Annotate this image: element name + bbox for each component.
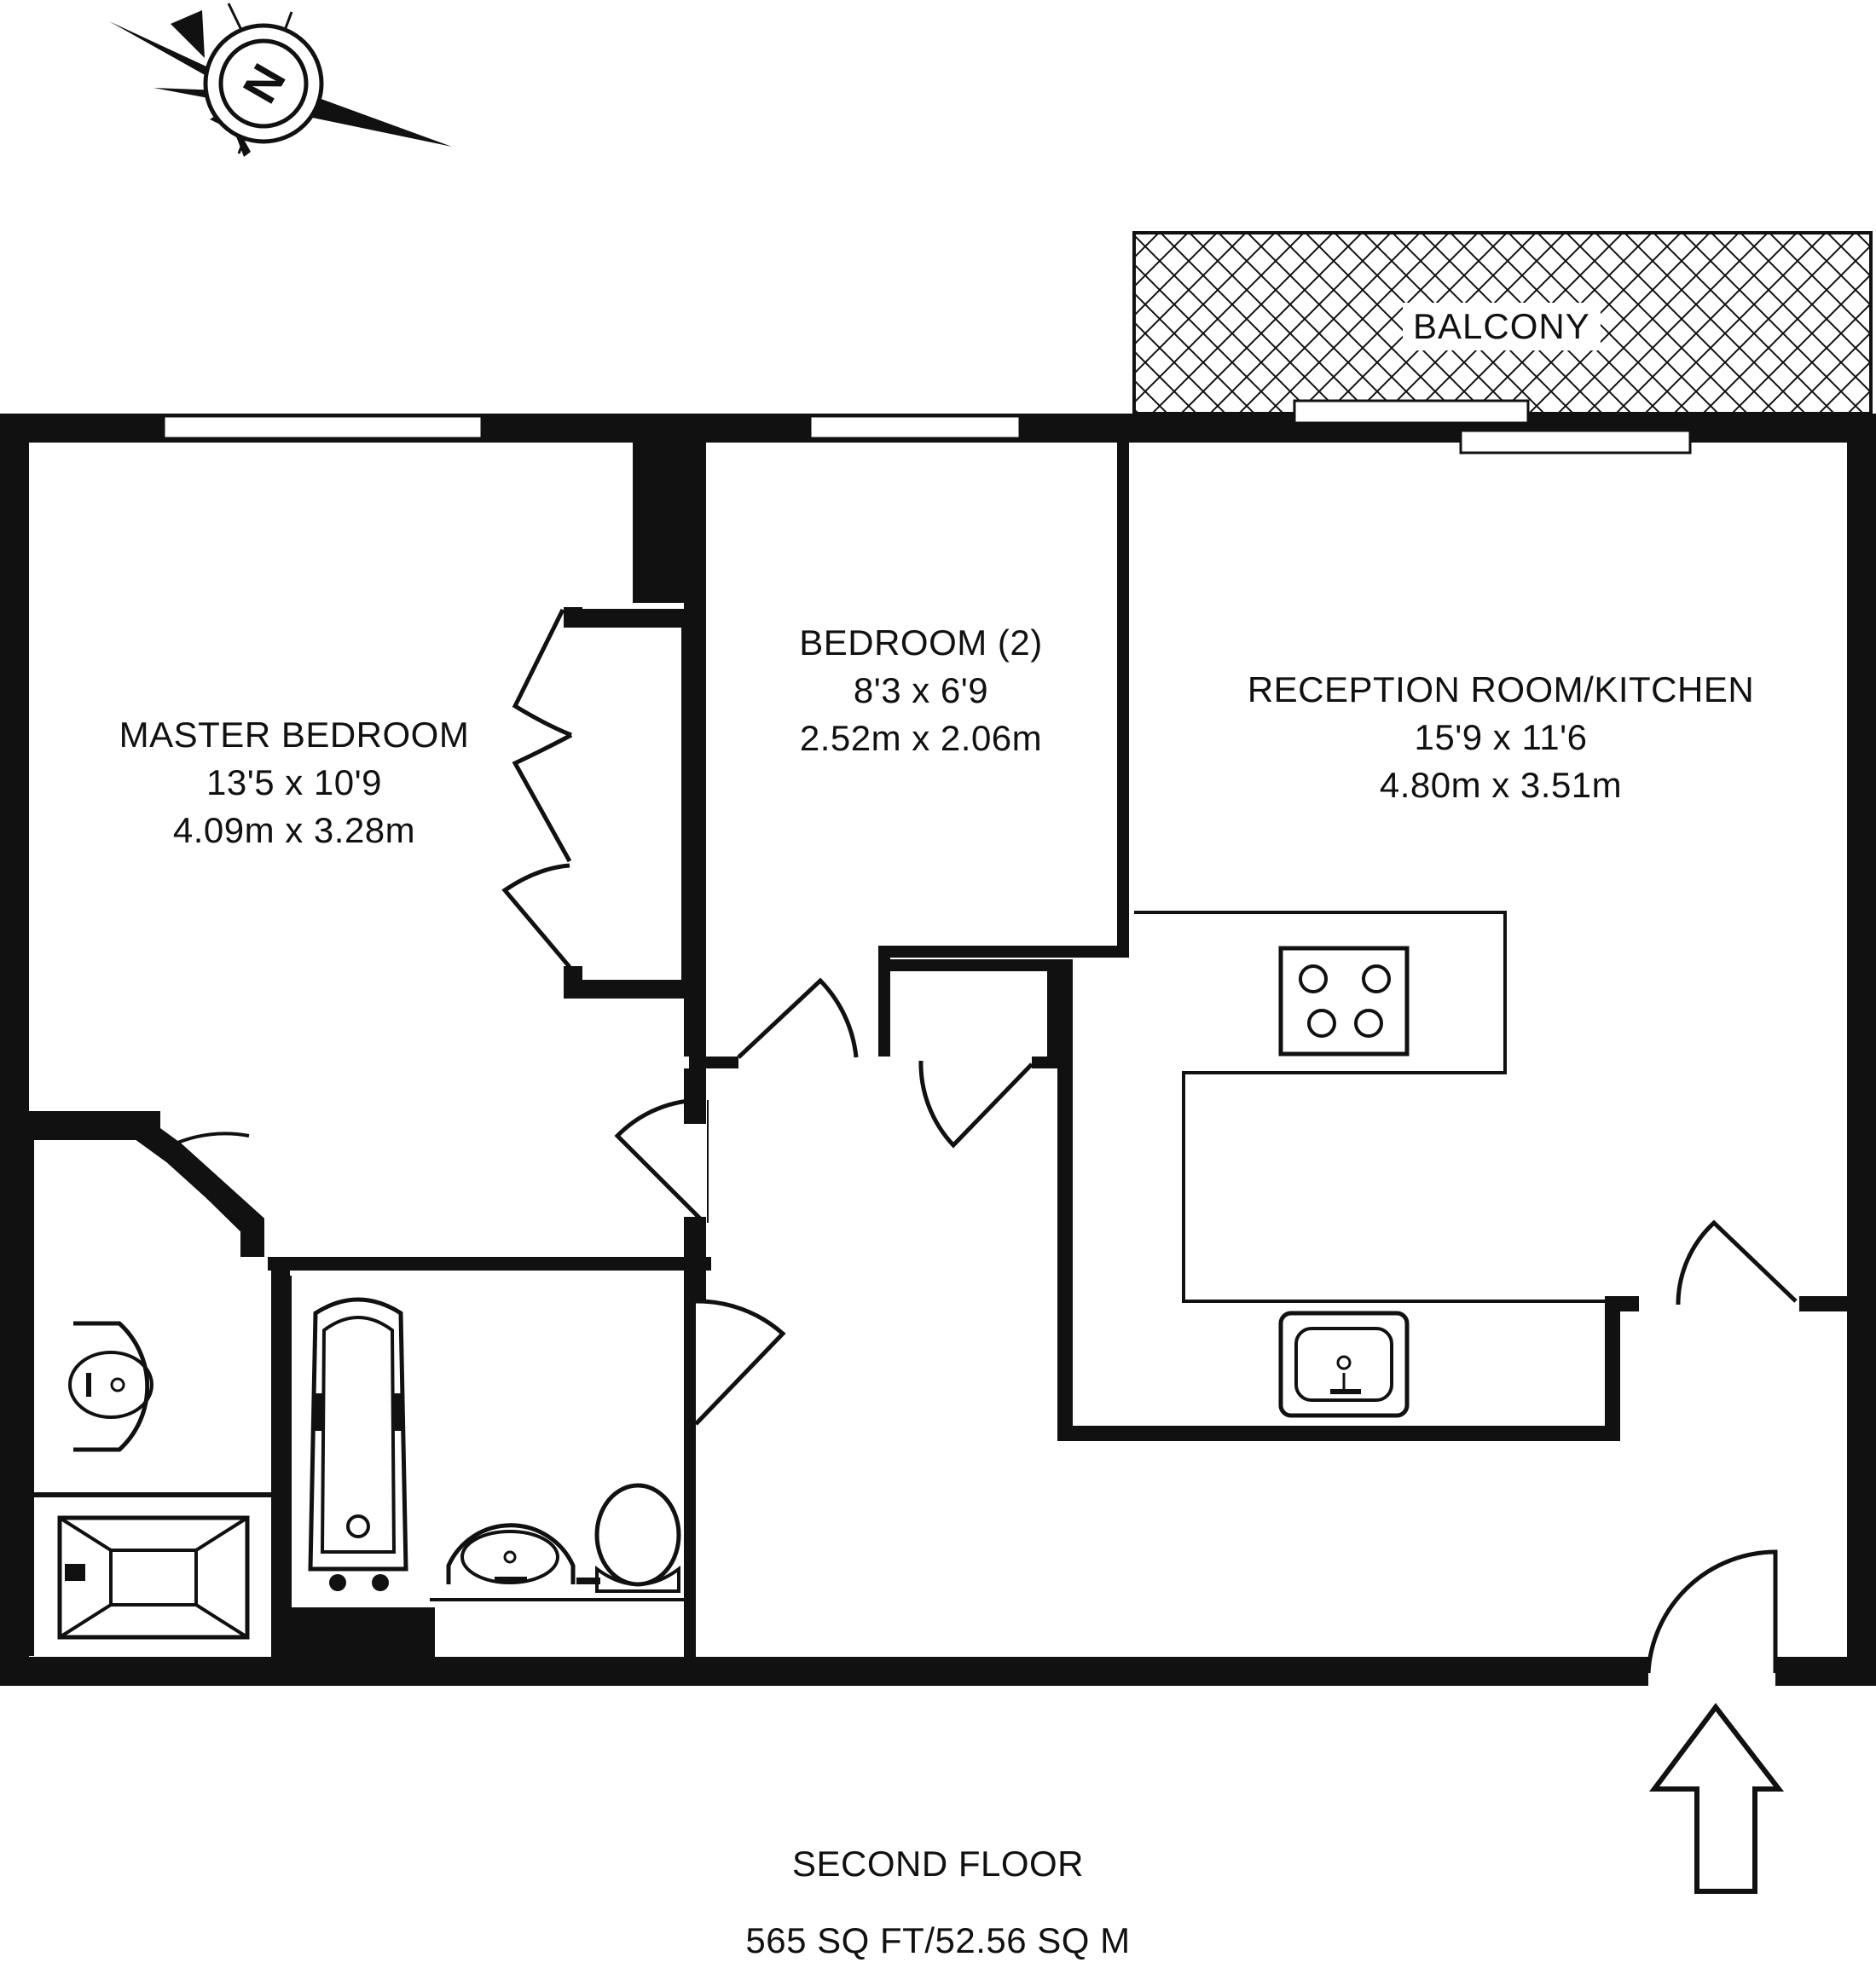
master-bedroom-dims-metric: 4.09m x 3.28m xyxy=(172,810,416,850)
hob-icon xyxy=(1278,946,1410,1057)
shower-tray-icon xyxy=(57,1515,250,1640)
wardrobe xyxy=(501,607,700,999)
windows xyxy=(162,399,1692,454)
entrance-arrow-icon xyxy=(1649,1703,1785,1894)
master-bedroom-name: MASTER BEDROOM xyxy=(119,715,470,755)
bedroom2-name: BEDROOM (2) xyxy=(799,622,1043,663)
bedroom2-dims-imperial: 8'3 x 6'9 xyxy=(853,670,989,710)
reception-name: RECEPTION ROOM/KITCHEN xyxy=(1247,669,1755,709)
floor-area: 565 SQ FT/52.56 SQ M xyxy=(745,1920,1131,1960)
cupboard-door xyxy=(918,1060,1034,1149)
bathroom-basin-icon xyxy=(446,1523,576,1584)
floor-name: SECOND FLOOR xyxy=(791,1844,1085,1884)
master-bedroom-door xyxy=(614,1097,709,1224)
bedroom2-door xyxy=(737,977,859,1059)
balcony-label: BALCONY xyxy=(1403,303,1601,350)
master-bedroom-label: MASTER BEDROOM 13'5 x 10'9 4.09m x 3.28m xyxy=(85,711,503,854)
entrance-door xyxy=(1646,1549,1778,1674)
master-bedroom-dims-imperial: 13'5 x 10'9 xyxy=(206,762,383,802)
north-compass-icon xyxy=(109,3,452,157)
kitchen-door xyxy=(1676,1219,1798,1306)
reception-dims-metric: 4.80m x 3.51m xyxy=(1379,765,1623,805)
interior-walls xyxy=(15,443,1847,1659)
bathroom-hall-door xyxy=(694,1299,786,1426)
kitchen-counter xyxy=(1134,911,1605,1303)
bedroom2-label: BEDROOM (2) 8'3 x 6'9 2.52m x 2.06m xyxy=(767,619,1074,762)
bathroom-door xyxy=(129,1115,264,1257)
basin-icon xyxy=(68,1321,153,1452)
bedroom2-dims-metric: 2.52m x 2.06m xyxy=(799,718,1043,758)
reception-label: RECEPTION ROOM/KITCHEN 15'9 x 11'6 4.80m… xyxy=(1211,666,1791,809)
toilet-icon xyxy=(576,1483,681,1593)
bath-icon xyxy=(308,1297,408,1591)
reception-dims-imperial: 15'9 x 11'6 xyxy=(1414,717,1588,757)
kitchen-sink-icon xyxy=(1278,1311,1410,1418)
